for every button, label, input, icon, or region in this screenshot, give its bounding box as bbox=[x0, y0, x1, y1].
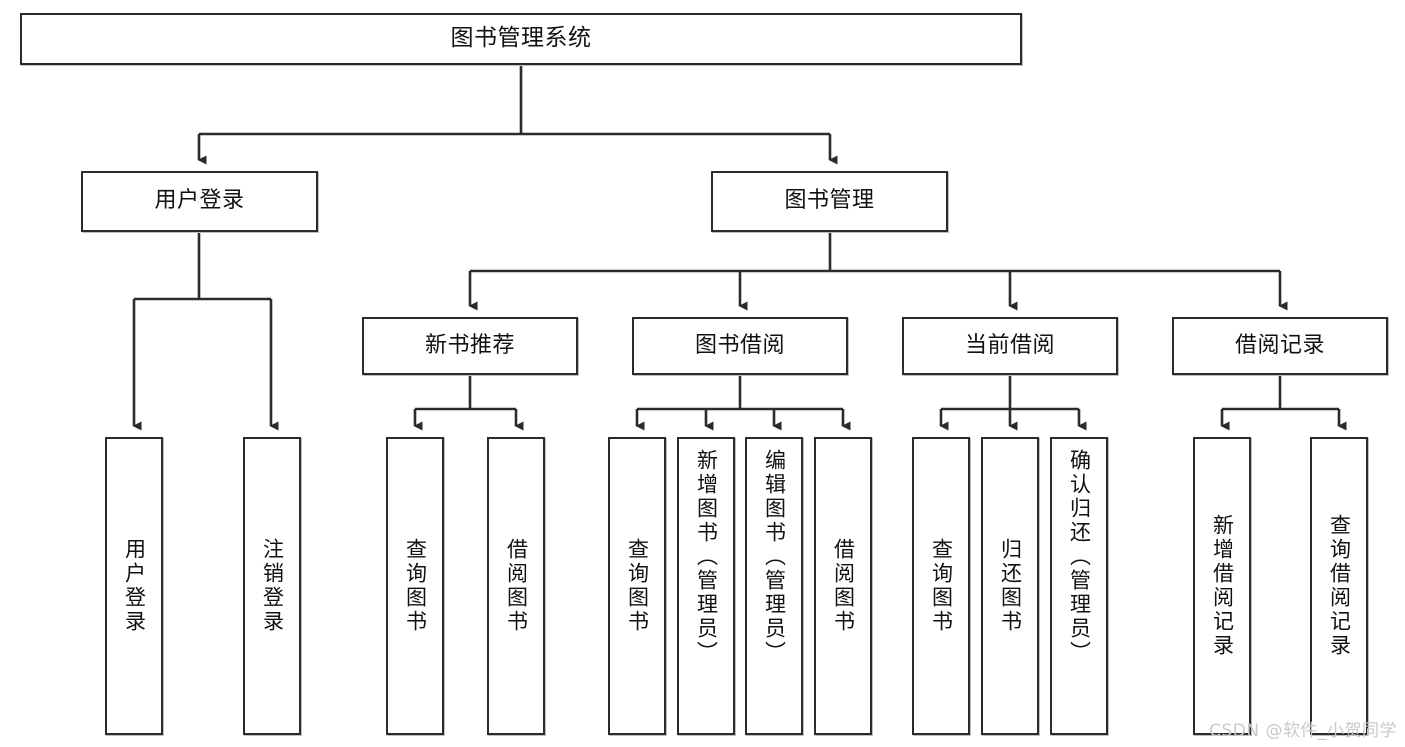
node-book-borrow[interactable]: 图书借阅 bbox=[632, 317, 848, 375]
node-root-book-management-system[interactable]: 图书管理系统 bbox=[20, 13, 1022, 65]
node-label: 编辑图书（管理员） bbox=[762, 449, 787, 665]
leaf-book-borrow-edit-book-admin[interactable]: 编辑图书（管理员） bbox=[745, 437, 803, 735]
node-label: 确认归还（管理员） bbox=[1067, 449, 1092, 665]
leaf-book-borrow-query-book[interactable]: 查询图书 bbox=[608, 437, 666, 735]
leaf-borrow-record-add-record[interactable]: 新增借阅记录 bbox=[1193, 437, 1251, 735]
node-label: 查询图书 bbox=[625, 538, 650, 634]
node-label: 查询借阅记录 bbox=[1327, 514, 1352, 658]
node-new-book-recommend[interactable]: 新书推荐 bbox=[362, 317, 578, 375]
node-label: 借阅记录 bbox=[1234, 332, 1325, 358]
node-label: 用户登录 bbox=[122, 538, 147, 634]
leaf-user-login-logout[interactable]: 注销登录 bbox=[243, 437, 301, 735]
node-label: 借阅图书 bbox=[831, 538, 856, 634]
watermark-text: CSDN @软件_小贺同学 bbox=[1209, 721, 1397, 741]
leaf-new-book-query-book[interactable]: 查询图书 bbox=[386, 437, 444, 735]
node-label: 图书管理系统 bbox=[450, 25, 592, 52]
node-label: 查询图书 bbox=[403, 538, 428, 634]
node-label: 图书管理 bbox=[784, 188, 875, 214]
leaf-book-borrow-borrow-book[interactable]: 借阅图书 bbox=[814, 437, 872, 735]
node-label: 用户登录 bbox=[154, 188, 245, 214]
node-label: 查询图书 bbox=[929, 538, 954, 634]
node-label: 新书推荐 bbox=[424, 332, 515, 358]
node-user-login[interactable]: 用户登录 bbox=[81, 171, 318, 232]
node-label: 新增图书（管理员） bbox=[694, 449, 719, 665]
leaf-current-borrow-query-book[interactable]: 查询图书 bbox=[912, 437, 970, 735]
node-label: 当前借阅 bbox=[964, 332, 1055, 358]
node-book-management[interactable]: 图书管理 bbox=[711, 171, 948, 232]
node-label: 借阅图书 bbox=[504, 538, 529, 634]
node-label: 注销登录 bbox=[260, 538, 285, 634]
leaf-user-login-user-login[interactable]: 用户登录 bbox=[105, 437, 163, 735]
node-label: 图书借阅 bbox=[694, 332, 785, 358]
node-current-borrow[interactable]: 当前借阅 bbox=[902, 317, 1118, 375]
leaf-new-book-borrow-book[interactable]: 借阅图书 bbox=[487, 437, 545, 735]
leaf-current-borrow-return-book[interactable]: 归还图书 bbox=[981, 437, 1039, 735]
node-borrow-record[interactable]: 借阅记录 bbox=[1172, 317, 1388, 375]
leaf-book-borrow-add-book-admin[interactable]: 新增图书（管理员） bbox=[677, 437, 735, 735]
node-label: 新增借阅记录 bbox=[1210, 514, 1235, 658]
leaf-borrow-record-query-record[interactable]: 查询借阅记录 bbox=[1310, 437, 1368, 735]
node-label: 归还图书 bbox=[998, 538, 1023, 634]
leaf-current-borrow-confirm-return-admin[interactable]: 确认归还（管理员） bbox=[1050, 437, 1108, 735]
